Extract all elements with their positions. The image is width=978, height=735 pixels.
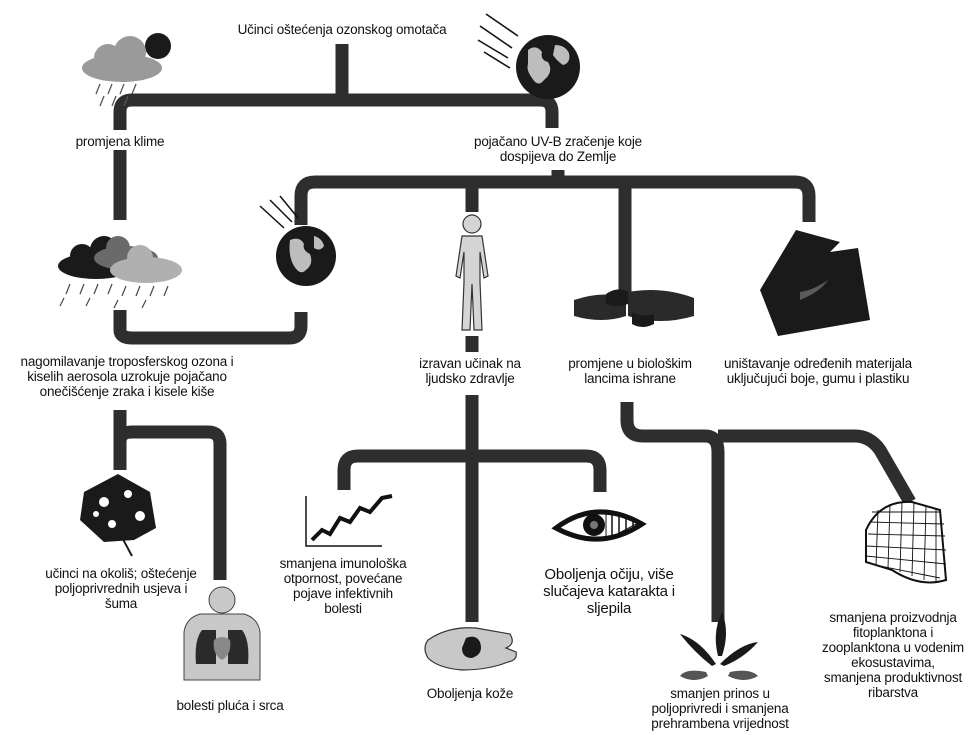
node-food-chain: promjene u biološkim lancima ishrane	[568, 356, 692, 386]
node-uvb-radiation: pojačano UV-B zračenje koje dospijeva do…	[474, 134, 642, 164]
storm-clouds-icon	[58, 236, 182, 309]
damaged-leaf-icon	[80, 474, 156, 557]
node-materials: uništavanje određenih materijala uključu…	[724, 356, 912, 386]
lungs-torso-icon	[183, 586, 261, 681]
node-skin: Oboljenja kože	[426, 686, 514, 701]
eye-icon	[551, 509, 647, 542]
node-lung-heart: bolesti pluća i srca	[176, 698, 284, 713]
node-human-health: izravan učinak na ljudsko zdravlje	[419, 356, 521, 386]
node-crops: smanjen prinos u poljoprivredi i smanjen…	[651, 686, 789, 731]
diagram-title: Učinci oštećenja ozonskog omotača	[237, 22, 447, 37]
node-tropospheric-ozone: nagomilavanje troposferskog ozona i kise…	[20, 354, 234, 399]
hand-skin-icon	[424, 627, 517, 671]
plankton-grid-icon	[865, 500, 948, 584]
rising-line-chart-icon	[305, 494, 393, 547]
plant-icon	[680, 612, 758, 680]
node-immune: smanjena imunološka otpornost, povećane …	[279, 556, 407, 616]
rain-cloud-sun-icon	[82, 33, 171, 107]
node-plankton: smanjena proizvodnja fitoplanktona i zoo…	[822, 610, 964, 700]
hands-icon	[574, 289, 694, 327]
node-climate-change: promjena klime	[75, 134, 165, 149]
torn-material-icon	[760, 230, 870, 336]
node-environment: učinci na okoliš; oštećenje poljoprivred…	[45, 566, 197, 611]
connector-lines	[113, 44, 916, 622]
globe-icon	[259, 195, 336, 286]
node-eyes: Oboljenja očiju, više slučajeva katarakt…	[543, 566, 675, 617]
globe-uv-icon	[477, 13, 580, 99]
human-figure-icon	[455, 214, 489, 331]
